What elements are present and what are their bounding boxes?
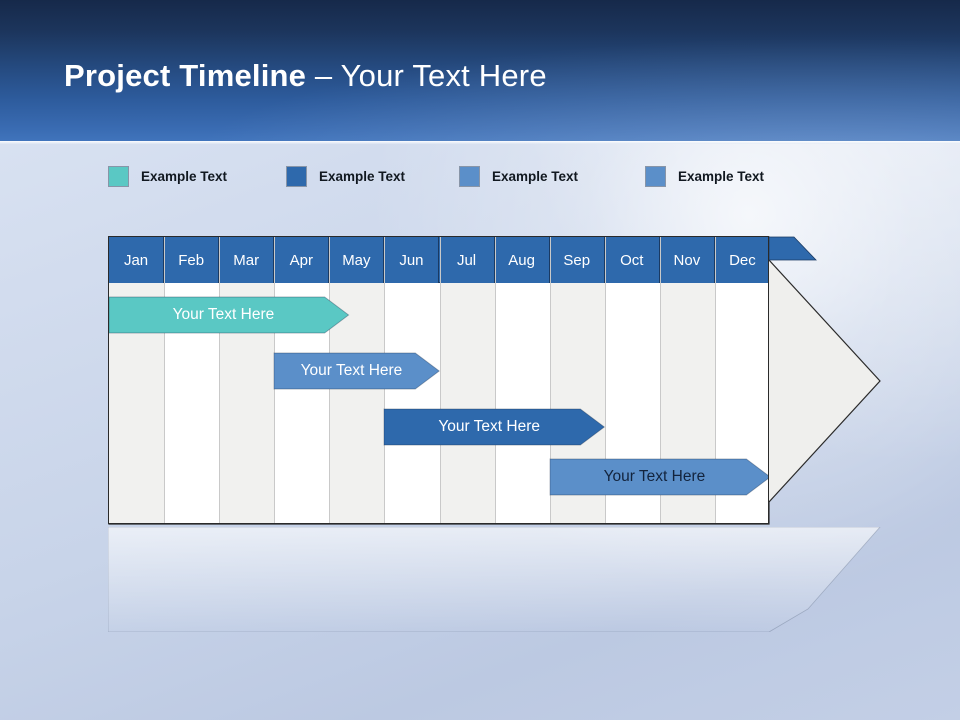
legend: Example Text Example Text Example Text E… [108,166,868,196]
legend-item-3[interactable]: Example Text [459,166,578,187]
column-divider-1 [164,237,166,523]
legend-item-4[interactable]: Example Text [645,166,764,187]
task-bar-shape-4 [549,458,768,496]
month-header-jun[interactable]: Jun [384,237,440,283]
month-header-apr[interactable]: Apr [274,237,330,283]
page-title-bold: Project Timeline [64,58,307,93]
legend-item-1[interactable]: Example Text [108,166,227,187]
timeline-column-feb [164,237,220,523]
month-header-nov[interactable]: Nov [659,237,715,283]
legend-label-1: Example Text [141,169,228,184]
timeline-column-jan [109,237,165,523]
month-header-feb[interactable]: Feb [164,237,220,283]
legend-item-2[interactable]: Example Text [286,166,405,187]
column-divider-7 [494,237,496,523]
task-bar-3[interactable]: Your Text Here [383,408,606,446]
task-bar-4[interactable]: Your Text Here [549,458,768,496]
month-header-jan[interactable]: Jan [109,237,165,283]
page-title-light: Your Text Here [340,58,547,93]
task-bar-polygon-1 [109,296,350,334]
month-header-jul[interactable]: Jul [439,237,495,283]
month-header-mar[interactable]: Mar [219,237,275,283]
task-bar-shape-2 [273,352,441,390]
task-bar-polygon-4 [549,458,768,496]
legend-label-4: Example Text [678,169,765,184]
month-header-oct[interactable]: Oct [604,237,660,283]
month-header-sep[interactable]: Sep [549,237,605,283]
page-title-separator: – [306,58,341,93]
task-bar-shape-1 [109,296,350,334]
column-divider-11 [714,237,716,523]
title-band [0,0,960,141]
month-header-dec[interactable]: Dec [714,237,768,283]
timeline-column-mar [219,237,275,523]
page-title: Project Timeline – Your Text Here [64,58,547,94]
column-divider-8 [549,237,551,523]
task-bar-2[interactable]: Your Text Here [273,352,441,390]
title-band-underline [0,141,960,144]
timeline-column-jul [439,237,495,523]
month-header-may[interactable]: May [329,237,385,283]
column-divider-6 [439,237,441,523]
chart-reflection [108,527,881,632]
legend-swatch-icon-3 [459,166,480,187]
arrow-container-header-tip [768,236,817,261]
legend-swatch-icon-1 [108,166,129,187]
task-bar-polygon-3 [383,408,606,446]
column-divider-2 [219,237,221,523]
reflection-shape [108,527,881,632]
timeline-column-aug [494,237,550,523]
legend-label-2: Example Text [319,169,406,184]
legend-swatch-icon-4 [645,166,666,187]
legend-label-3: Example Text [492,169,579,184]
legend-swatch-icon-2 [286,166,307,187]
task-bar-1[interactable]: Your Text Here [109,296,350,334]
month-header-aug[interactable]: Aug [494,237,550,283]
task-bar-polygon-2 [273,352,441,390]
column-divider-9 [604,237,606,523]
column-divider-10 [659,237,661,523]
task-bar-shape-3 [383,408,606,446]
